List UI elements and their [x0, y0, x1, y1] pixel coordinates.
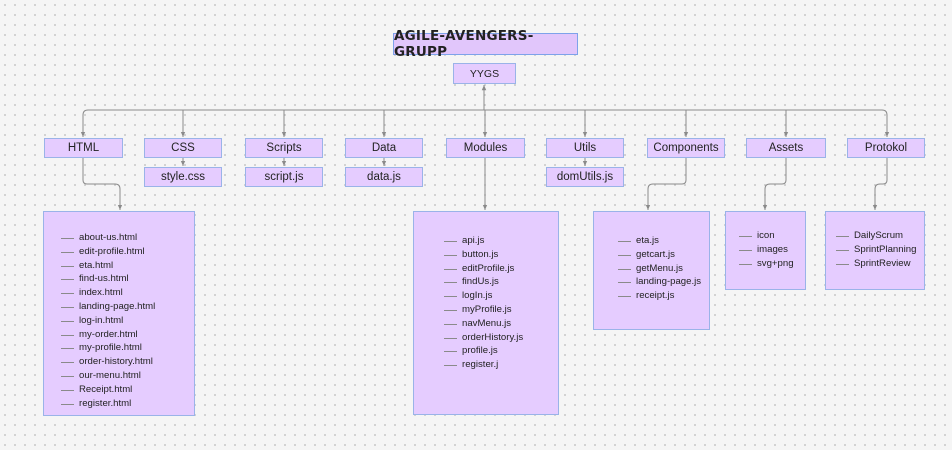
- list-item: button.js: [444, 248, 558, 262]
- list-item: order-history.html: [61, 355, 194, 369]
- category-html: HTML: [44, 138, 123, 158]
- list-item: SprintPlanning: [836, 243, 924, 257]
- list-item: Receipt.html: [61, 383, 194, 397]
- list-item: navMenu.js: [444, 317, 558, 331]
- list-item: getMenu.js: [618, 262, 709, 276]
- list-item: landing-page.html: [61, 300, 194, 314]
- list-item: myProfile.js: [444, 303, 558, 317]
- list-item: edit-profile.html: [61, 245, 194, 259]
- category-components: Components: [647, 138, 725, 158]
- root-node: YYGS: [453, 63, 516, 84]
- list-item: profile.js: [444, 344, 558, 358]
- list-item: logIn.js: [444, 289, 558, 303]
- list-item: my-order.html: [61, 328, 194, 342]
- list-item: icon: [739, 229, 805, 243]
- file-style-css: style.css: [144, 167, 222, 187]
- category-modules: Modules: [446, 138, 525, 158]
- connector-protokol-list: [872, 158, 888, 210]
- category-scripts: Scripts: [245, 138, 323, 158]
- category-css: CSS: [144, 138, 222, 158]
- list-item: about-us.html: [61, 231, 194, 245]
- list-item: find-us.html: [61, 272, 194, 286]
- list-item: receipt.js: [618, 289, 709, 303]
- list-item: images: [739, 243, 805, 257]
- list-item: landing-page.js: [618, 275, 709, 289]
- list-item: log-in.html: [61, 314, 194, 328]
- list-item: index.html: [61, 286, 194, 300]
- list-item: svg+png: [739, 257, 805, 271]
- connector-assets-list: [762, 158, 787, 210]
- list-item: eta.html: [61, 259, 194, 273]
- connector-html-list: [82, 158, 123, 210]
- list-item: getcart.js: [618, 248, 709, 262]
- list-item: our-menu.html: [61, 369, 194, 383]
- file-data-js: data.js: [345, 167, 423, 187]
- list-item: eta.js: [618, 234, 709, 248]
- category-protokol: Protokol: [847, 138, 925, 158]
- category-assets: Assets: [746, 138, 826, 158]
- list-item: register.html: [61, 397, 194, 411]
- category-utils: Utils: [546, 138, 624, 158]
- connector-html: [80, 109, 89, 137]
- connector-components-list: [645, 158, 687, 210]
- list-item: SprintReview: [836, 257, 924, 271]
- list-item: api.js: [444, 234, 558, 248]
- list-item: findUs.js: [444, 275, 558, 289]
- list-item: DailyScrum: [836, 229, 924, 243]
- list-item: my-profile.html: [61, 341, 194, 355]
- file-script-js: script.js: [245, 167, 323, 187]
- list-item: editProfile.js: [444, 262, 558, 276]
- connector-protokol: [881, 109, 890, 137]
- file-domutils-js: domUtils.js: [546, 167, 624, 187]
- list-item: orderHistory.js: [444, 331, 558, 345]
- category-data: Data: [345, 138, 423, 158]
- list-item: register.j: [444, 358, 558, 372]
- diagram-title: AGILE-AVENGERS-GRUPP: [393, 28, 578, 60]
